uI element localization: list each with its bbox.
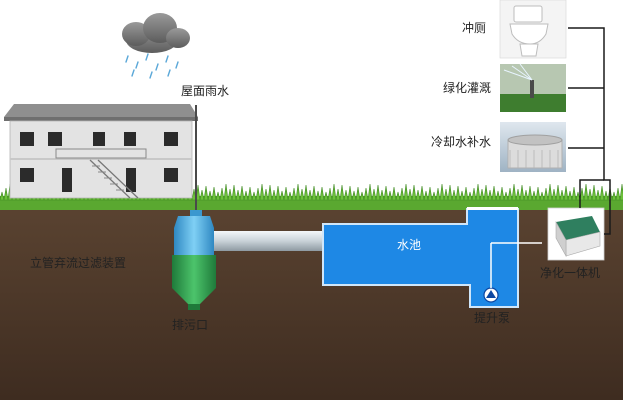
cooling-tower-icon [500,122,566,172]
toilet-icon [499,0,567,59]
supply-pipeline [568,27,611,235]
rain-cloud-icon [122,13,190,79]
filter-label: 立管弃流过滤装置 [30,256,127,270]
pool-label: 水池 [397,238,422,252]
purifier-icon [547,207,605,261]
toilet-label: 冲厕 [462,21,487,35]
sewage-outlet-label: 排污口 [172,318,209,332]
purifier-label: 净化一体机 [540,266,601,280]
house-icon [4,104,198,199]
irrigation-label: 绿化灌溉 [443,81,492,95]
transfer-pipe [212,231,332,251]
pool-tank [322,207,519,308]
cooling-label: 冷却水补水 [431,135,492,149]
sprinkler-icon [500,63,566,112]
filter-device [172,210,216,310]
lift-pump-label: 提升泵 [474,311,511,325]
pump-icon [483,242,542,303]
roof-rain-label: 屋面雨水 [181,84,230,98]
